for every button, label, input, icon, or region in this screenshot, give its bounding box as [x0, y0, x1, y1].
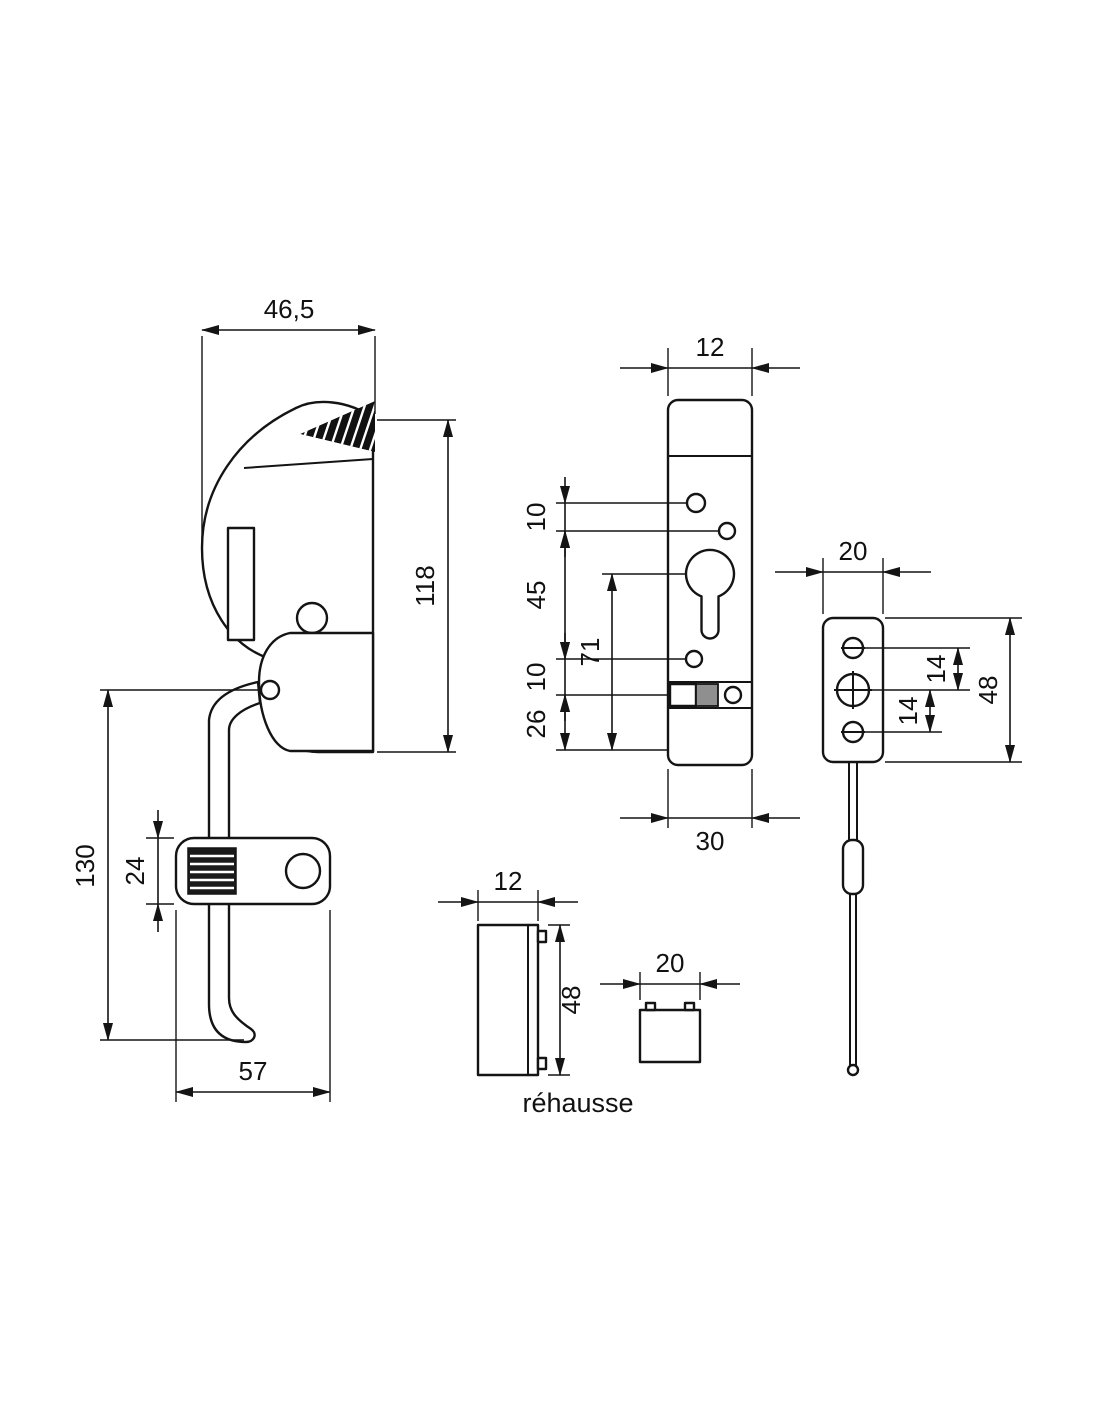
dim-keeper-width-label: 20: [839, 536, 868, 566]
dim-riser-width: 20: [600, 948, 740, 1000]
screw-hole-lower: [684, 649, 704, 669]
dim-plate-width: 12: [620, 332, 800, 396]
dim-latch-label: 26: [521, 710, 551, 739]
riser-lug-left: [644, 1001, 657, 1012]
dim-riser-width-label: 20: [656, 948, 685, 978]
dim-cylinder-offset-label: 45: [521, 581, 551, 610]
dim-side-width: 46,5: [201, 294, 376, 540]
dim-keeper-width: 20: [775, 536, 931, 614]
bolt: [695, 683, 719, 707]
bolt-pin: [723, 685, 743, 705]
screw-hole-top: [685, 492, 707, 514]
front-plate-view: 12 10 45 10 26: [521, 332, 800, 856]
dim-keeper-height-label: 48: [973, 676, 1003, 705]
knurl-lines: [190, 854, 234, 890]
riser-body: [638, 1008, 702, 1064]
bolt-slot: [668, 682, 698, 708]
locking-arm: [207, 680, 262, 1044]
riser-lug-right: [683, 1001, 696, 1012]
dim-pitch-upper-label: 14: [921, 655, 951, 684]
spacer-clip-top: [536, 929, 548, 944]
dim-plate-chain: 10 45 10 26 71: [521, 477, 719, 751]
dim-side-height-label: 118: [410, 565, 440, 606]
security-cable: [841, 762, 865, 1077]
knob: [295, 601, 329, 635]
dim-overall-label: 71: [575, 638, 605, 667]
dim-arm-length-label: 130: [70, 844, 100, 887]
side-view: 46,5 118 130 24 57: [70, 294, 456, 1102]
dim-plate-width-label: 12: [696, 332, 725, 362]
dim-spacer-height: 48: [548, 924, 586, 1076]
dim-arm-length: 130: [70, 689, 259, 1041]
dim-spacer-thickness-label: 12: [494, 866, 523, 896]
dim-plate-depth: 30: [620, 769, 800, 856]
dim-side-height: 118: [377, 419, 456, 753]
dim-slider-label: 24: [120, 857, 150, 886]
riser-view: 20: [600, 948, 740, 1064]
dim-pitch-lower-label: 14: [893, 697, 923, 726]
spacer-clip-bottom: [536, 1056, 548, 1071]
bell-housing: [257, 631, 375, 753]
dim-spacer-height-label: 48: [556, 986, 586, 1015]
keeper-view: 20 14 14 48: [775, 536, 1022, 1077]
pivot: [259, 679, 281, 701]
mounting-plate: [226, 526, 256, 642]
dim-spacer-thickness: 12: [438, 866, 578, 921]
screw-hole-mid: [717, 521, 737, 541]
dim-base-width: 57: [175, 910, 331, 1102]
dim-plate-depth-label: 30: [696, 826, 725, 856]
dim-side-width-label: 46,5: [264, 294, 315, 324]
dim-base-width-label: 57: [239, 1056, 268, 1086]
caption-rehausse: réhausse: [522, 1088, 633, 1118]
dim-lower-offset-label: 10: [521, 663, 551, 692]
spacer-side-view: 12 48: [438, 866, 586, 1077]
dim-keeper-right: 14 14 48: [865, 617, 1022, 763]
euro-cylinder-hole: [684, 548, 736, 640]
dim-slider: 24: [120, 810, 174, 932]
slider-hole: [284, 852, 322, 890]
dim-hole-offset-label: 10: [521, 503, 551, 532]
